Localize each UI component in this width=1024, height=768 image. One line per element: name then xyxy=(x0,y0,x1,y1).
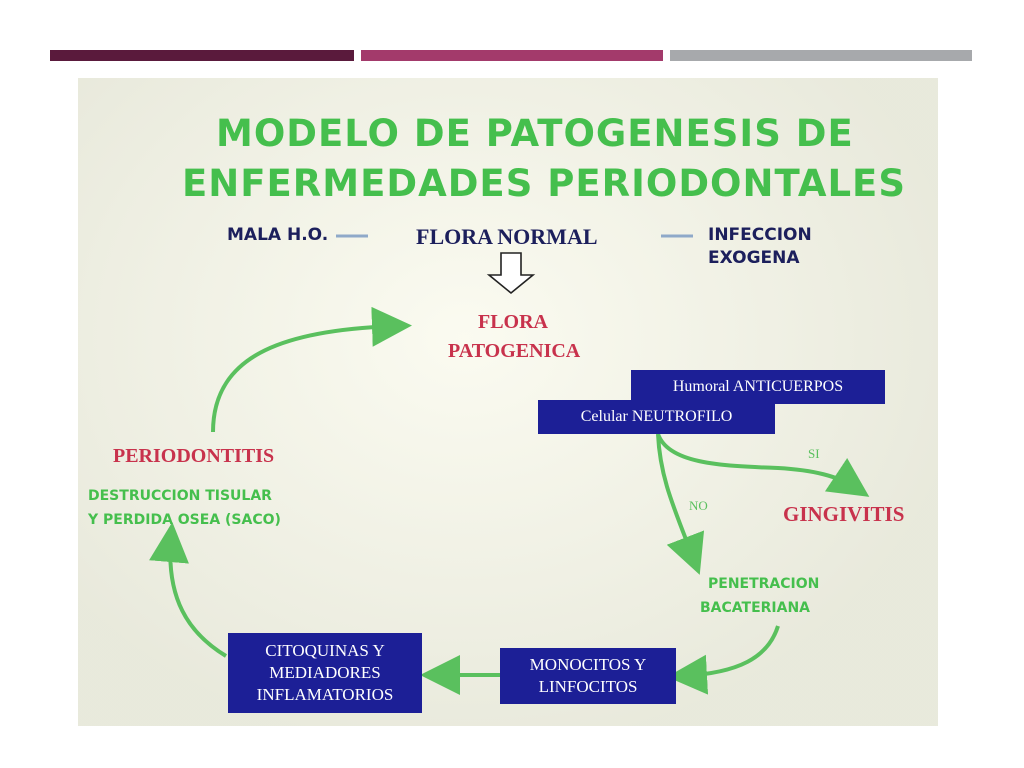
label-si: SI xyxy=(808,446,820,461)
mala-ho-label: MALA H.O. xyxy=(227,225,329,245)
diagram-arrows xyxy=(149,234,870,695)
monocitos-box: MONOCITOS Y LINFOCITOS xyxy=(500,648,676,704)
destruccion-line2: Y PERDIDA OSEA (SACO) xyxy=(88,512,281,528)
destruccion-line1: DESTRUCCION TISULAR xyxy=(88,488,272,504)
citoquinas-box: CITOQUINAS Y MEDIADORES INFLAMATORIOS xyxy=(228,633,422,713)
penetracion-line2: BACATERIANA xyxy=(700,600,811,616)
diagram-title-line1: MODELO DE PATOGENESIS DE xyxy=(216,112,854,155)
penetracion-line1: PENETRACION xyxy=(708,576,820,592)
arrow-flora-down xyxy=(486,252,536,295)
periodontitis-label: PERIODONTITIS xyxy=(113,445,275,467)
diagram-title-line2: ENFERMEDADES PERIODONTALES xyxy=(182,162,906,205)
arrow-si-to-gingivitis xyxy=(656,433,870,497)
header-bar-dark xyxy=(50,50,354,61)
arrow-periodontitis-to-flora xyxy=(211,306,412,433)
humoral-box: Humoral ANTICUERPOS xyxy=(631,370,885,404)
infeccion-label-line2: EXOGENA xyxy=(708,248,800,268)
arrow-no-to-penetracion xyxy=(656,433,705,575)
header-bar-magenta xyxy=(361,50,663,61)
header-bar-gray xyxy=(670,50,972,61)
celular-box: Celular NEUTROFILO xyxy=(538,400,775,434)
infeccion-label-line1: INFECCION xyxy=(708,225,812,245)
citoquinas-box-text: CITOQUINAS Y MEDIADORES INFLAMATORIOS xyxy=(256,641,394,704)
flora-normal-label: FLORA NORMAL xyxy=(416,224,598,249)
label-no: NO xyxy=(689,498,708,513)
monocitos-box-text: MONOCITOS Y LINFOCITOS xyxy=(529,655,647,696)
flora-patogenica-line2: PATOGENICA xyxy=(448,340,581,362)
diagram-photo: MODELO DE PATOGENESIS DE ENFERMEDADES PE… xyxy=(78,78,938,726)
arrow-citoquinas-to-destruccion xyxy=(149,522,228,658)
arrow-penetracion-to-monocitos xyxy=(667,625,780,695)
gingivitis-label: GINGIVITIS xyxy=(783,502,905,526)
flora-patogenica-line1: FLORA xyxy=(478,311,548,333)
